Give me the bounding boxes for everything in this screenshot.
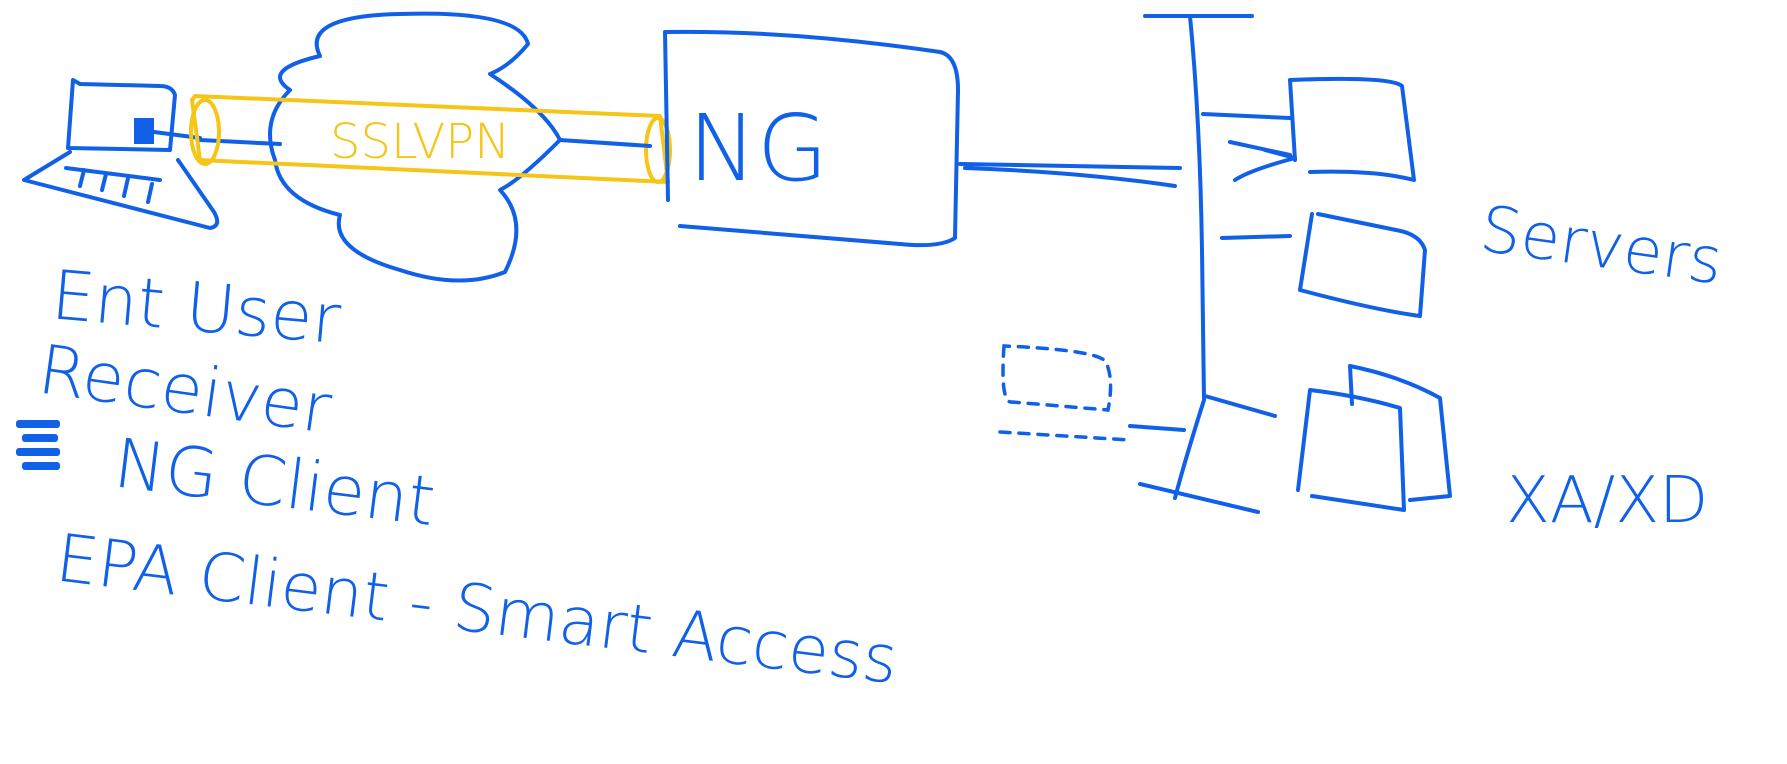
gateway-box-icon: NG: [665, 32, 958, 245]
dashed-laptop-icon: [1000, 346, 1130, 440]
server-icon: [1222, 214, 1425, 316]
vdi-server-icon: [1205, 366, 1450, 510]
network-backbone: [1145, 16, 1252, 498]
ssl-vpn-tunnel: SSLVPN: [191, 96, 670, 182]
laptop-icon: [24, 80, 217, 228]
servers-label: Servers: [1476, 193, 1727, 300]
gateway-label: NG: [688, 95, 828, 202]
server-icon: [1203, 79, 1414, 180]
stack-icon: [16, 420, 60, 470]
vdi-label: XA/XD: [1506, 464, 1708, 538]
note-epa-client: EPA Client - Smart Access: [52, 519, 902, 699]
ssl-vpn-label: SSLVPN: [330, 114, 510, 170]
